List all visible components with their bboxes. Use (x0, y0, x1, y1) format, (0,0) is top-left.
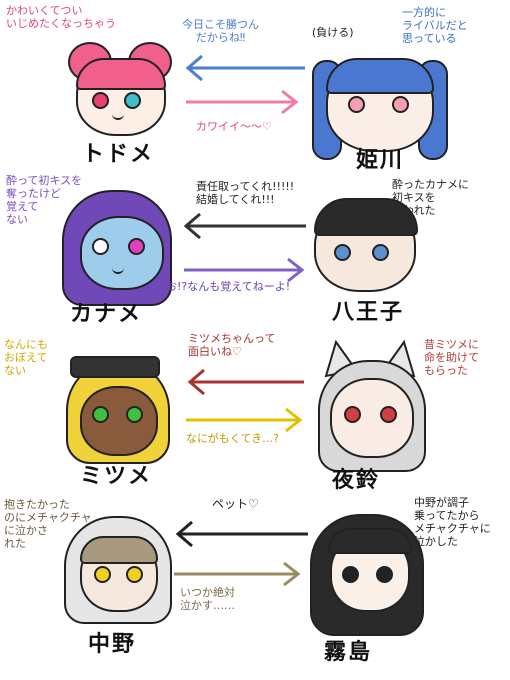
eye-left (344, 406, 361, 423)
character-name-todome: トドメ (82, 142, 155, 167)
top-arrow-aside: (負ける) (312, 26, 354, 39)
bottom-arrow-label: なにがもくてき…? (186, 432, 279, 445)
eye-left (92, 406, 109, 423)
top-arrow-label: ペット♡ (212, 497, 259, 511)
eye-left (342, 566, 359, 583)
bottom-arrow-label: お!?なんも覚えてねーよ! (166, 280, 291, 293)
eye-left (92, 238, 109, 255)
mitsume-goggles (70, 356, 160, 378)
character-name-mitsume: ミツメ (80, 464, 153, 489)
eye-right (372, 244, 389, 261)
top-arrow-label: 責任取ってくれ!!!!! 結婚してくれ!!! (196, 180, 295, 206)
right-note: 中野が調子 乗ってたから メチャクチャに 泣かした (414, 496, 491, 548)
bottom-arrow-label: カワイイ〜〜♡ (196, 120, 272, 133)
bottom-arrow-label: いつか絶対 泣かす…… (180, 586, 235, 612)
right-note: 昔ミツメに 命を助けて もらった (424, 338, 479, 377)
nakano-bangs (80, 536, 158, 564)
right-note: 酔ったカナメに 初キスを 奪われた (392, 178, 469, 217)
arrow-to-left (185, 54, 305, 82)
eye-right (128, 238, 145, 255)
himekawa-bangs (326, 58, 434, 94)
kirishima-bangs (328, 528, 412, 554)
hachioji-hair (314, 198, 418, 236)
arrow-to-left (175, 520, 308, 548)
eye-left (348, 96, 365, 113)
character-name-hachioji: 八王子 (332, 300, 405, 325)
mitsume-face (80, 386, 158, 456)
arrow-to-right (186, 407, 303, 433)
pair-row-1: かわいくてつい いじめたくなっちゃう 一方的に ライバルだと 思っている トドメ… (0, 0, 510, 173)
eye-right (126, 566, 143, 583)
eye-right (126, 406, 143, 423)
arrow-to-right (174, 561, 301, 587)
eye-left (334, 244, 351, 261)
eye-left (94, 566, 111, 583)
eye-right (376, 566, 393, 583)
eye-right (380, 406, 397, 423)
character-name-himekawa: 姫川 (356, 148, 405, 173)
pair-row-4: 抱きたかった のにメチャクチャ に泣かさ れた 中野が調子 乗ってたから メチャ… (0, 494, 510, 680)
character-name-kaname: カナメ (70, 302, 143, 327)
eye-right (124, 92, 141, 109)
mouth (112, 266, 124, 274)
right-note: 一方的に ライバルだと 思っている (402, 6, 468, 45)
top-arrow-label: 今日こそ勝つん だからね‼ (182, 18, 259, 44)
left-note: なんにも おぼえて ない (4, 338, 48, 377)
pair-row-2: 酔って初キスを 奪ったけど 覚えて ない 酔ったカナメに 初キスを 奪われた カ… (0, 168, 510, 327)
arrow-to-left (183, 212, 306, 240)
eye-right (392, 96, 409, 113)
left-note: 抱きたかった のにメチャクチャ に泣かさ れた (4, 498, 92, 550)
pair-row-3: なんにも おぼえて ない 昔ミツメに 命を助けて もらった ミツメ 夜鈴 ミツメ… (0, 330, 510, 493)
yorin-face (330, 378, 414, 458)
arrow-to-left (187, 368, 304, 396)
left-note: 酔って初キスを 奪ったけど 覚えて ない (6, 174, 83, 226)
arrow-to-right (186, 89, 299, 115)
top-arrow-label: ミツメちゃんって 面白いね♡ (188, 332, 276, 358)
eye-left (92, 92, 109, 109)
left-note: かわいくてつい いじめたくなっちゃう (6, 4, 116, 30)
arrow-to-right (184, 257, 305, 283)
character-name-kirishima: 霧島 (324, 640, 373, 665)
mouth (112, 112, 124, 120)
kaname-face (80, 216, 164, 290)
character-name-nakano: 中野 (88, 632, 137, 657)
character-name-yorin: 夜鈴 (332, 468, 381, 493)
todome-bangs (76, 58, 166, 90)
